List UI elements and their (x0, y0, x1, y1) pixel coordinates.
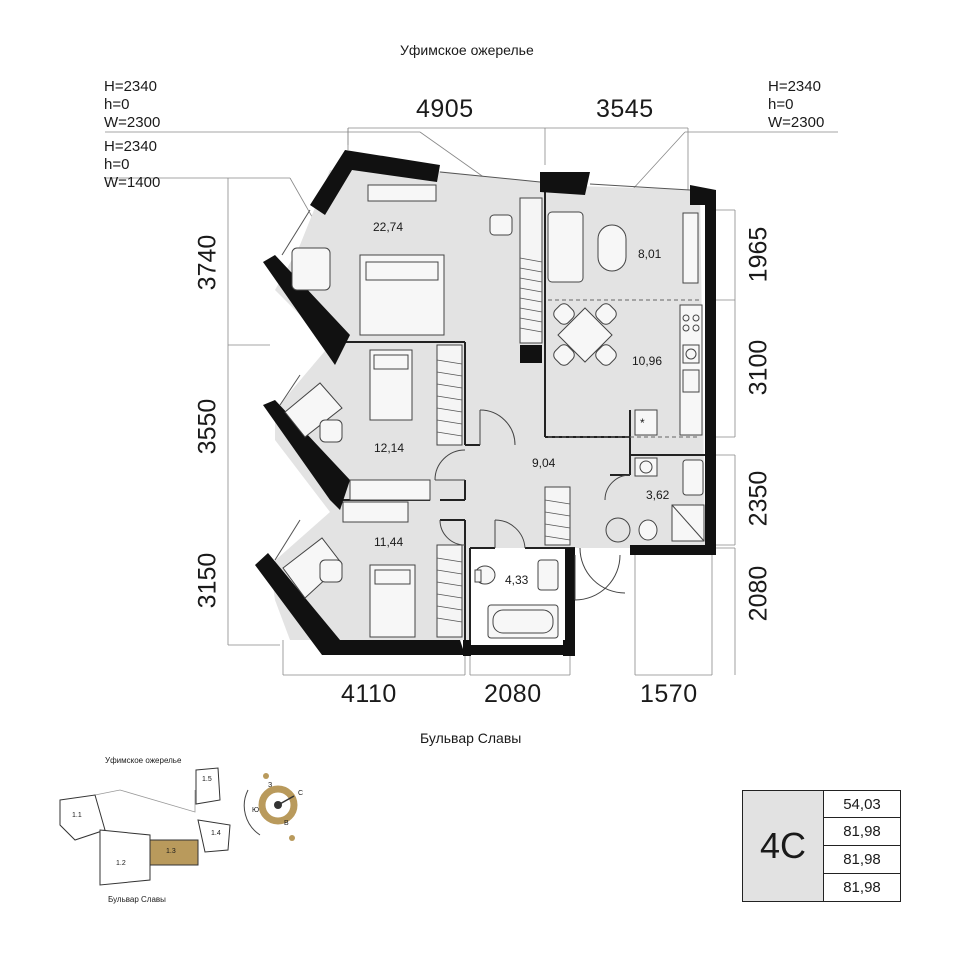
inner-walls (340, 185, 705, 645)
dimension-right-3: 2350 (744, 470, 773, 527)
building-label-1-4: 1.4 (211, 830, 221, 837)
window-info-width: W=2300 (768, 114, 825, 131)
window-info-sill: h=0 (104, 156, 130, 173)
wardrobe-hatching (436, 257, 571, 623)
window-info-3: H=2340 h=0 W=2300 (768, 78, 824, 132)
compass-label-east: В (284, 820, 289, 827)
dimension-lines (105, 127, 838, 676)
window-info-height: H=2340 (104, 138, 157, 155)
site-street-bottom: Бульвар Славы (108, 895, 166, 904)
dimension-bottom-3: 1570 (640, 680, 698, 708)
exterior-walls (255, 150, 716, 656)
window-info-sill: h=0 (104, 96, 130, 113)
summary-table: 4С 54,03 81,98 81,98 81,98 (742, 790, 901, 902)
compass-label-north: С (298, 790, 304, 797)
room-area-bathroom-small: 3,62 (646, 488, 670, 502)
dimension-top-1: 4905 (416, 95, 474, 123)
dimension-right-4: 2080 (744, 565, 773, 622)
dimension-right-1: 1965 (744, 226, 773, 283)
bathroom-fixtures (474, 457, 705, 639)
summary-value-2: 81,98 (824, 818, 901, 846)
room-area-bedroom-3: 11,44 (374, 535, 404, 549)
compass-label-west: З (268, 782, 273, 789)
building-label-1-1: 1.1 (72, 812, 82, 819)
room-area-bath-master: 8,01 (638, 247, 662, 261)
summary-value-4: 81,98 (824, 874, 901, 902)
street-bottom-label: Бульвар Славы (420, 730, 522, 746)
dimension-top-2: 3545 (596, 95, 654, 123)
window-info-height: H=2340 (104, 78, 157, 95)
room-area-kitchen: 10,96 (632, 354, 663, 368)
dimension-left-1: 3740 (193, 234, 222, 291)
door-swings (434, 409, 631, 601)
window-info-width: W=1400 (104, 174, 161, 191)
kitchen-symbol: * (640, 416, 645, 430)
site-plan (59, 767, 231, 886)
kitchen-units (634, 304, 703, 436)
dimension-bottom-2: 2080 (484, 680, 542, 708)
building-label-1-5: 1.5 (202, 776, 212, 783)
window-info-width: W=2300 (104, 114, 161, 131)
room-area-bathroom: 4,33 (505, 573, 529, 587)
window-info-2: H=2340 h=0 W=1400 (104, 138, 160, 192)
compass-label-south: Ю (252, 807, 260, 814)
dimension-bottom-1: 4110 (341, 680, 397, 708)
wardrobes (436, 197, 571, 638)
dimension-left-2: 3550 (193, 398, 222, 455)
compass-graphic (243, 773, 298, 841)
building-label-1-2: 1.2 (116, 860, 126, 867)
room-area-hall: 9,04 (532, 456, 556, 470)
beds (359, 254, 445, 638)
summary-value-1: 54,03 (824, 790, 901, 818)
room-area-bedroom-2: 12,14 (374, 441, 405, 455)
site-street-top: Уфимское ожерелье (105, 756, 182, 765)
summary-value-3: 81,98 (824, 846, 901, 874)
building-label-1-3: 1.3 (166, 848, 176, 855)
window-info-sill: h=0 (768, 96, 794, 113)
window-info-height: H=2340 (768, 78, 821, 95)
desks-chairs (282, 184, 699, 599)
dining-set (553, 303, 617, 366)
dimension-right-2: 3100 (744, 339, 773, 396)
street-top-label: Уфимское ожерелье (400, 42, 534, 58)
room-area-living: 22,74 (373, 220, 404, 234)
apartment-code: 4С (742, 790, 824, 902)
dimension-left-3: 3150 (193, 552, 222, 609)
window-info-1: H=2340 h=0 W=2300 (104, 78, 160, 132)
